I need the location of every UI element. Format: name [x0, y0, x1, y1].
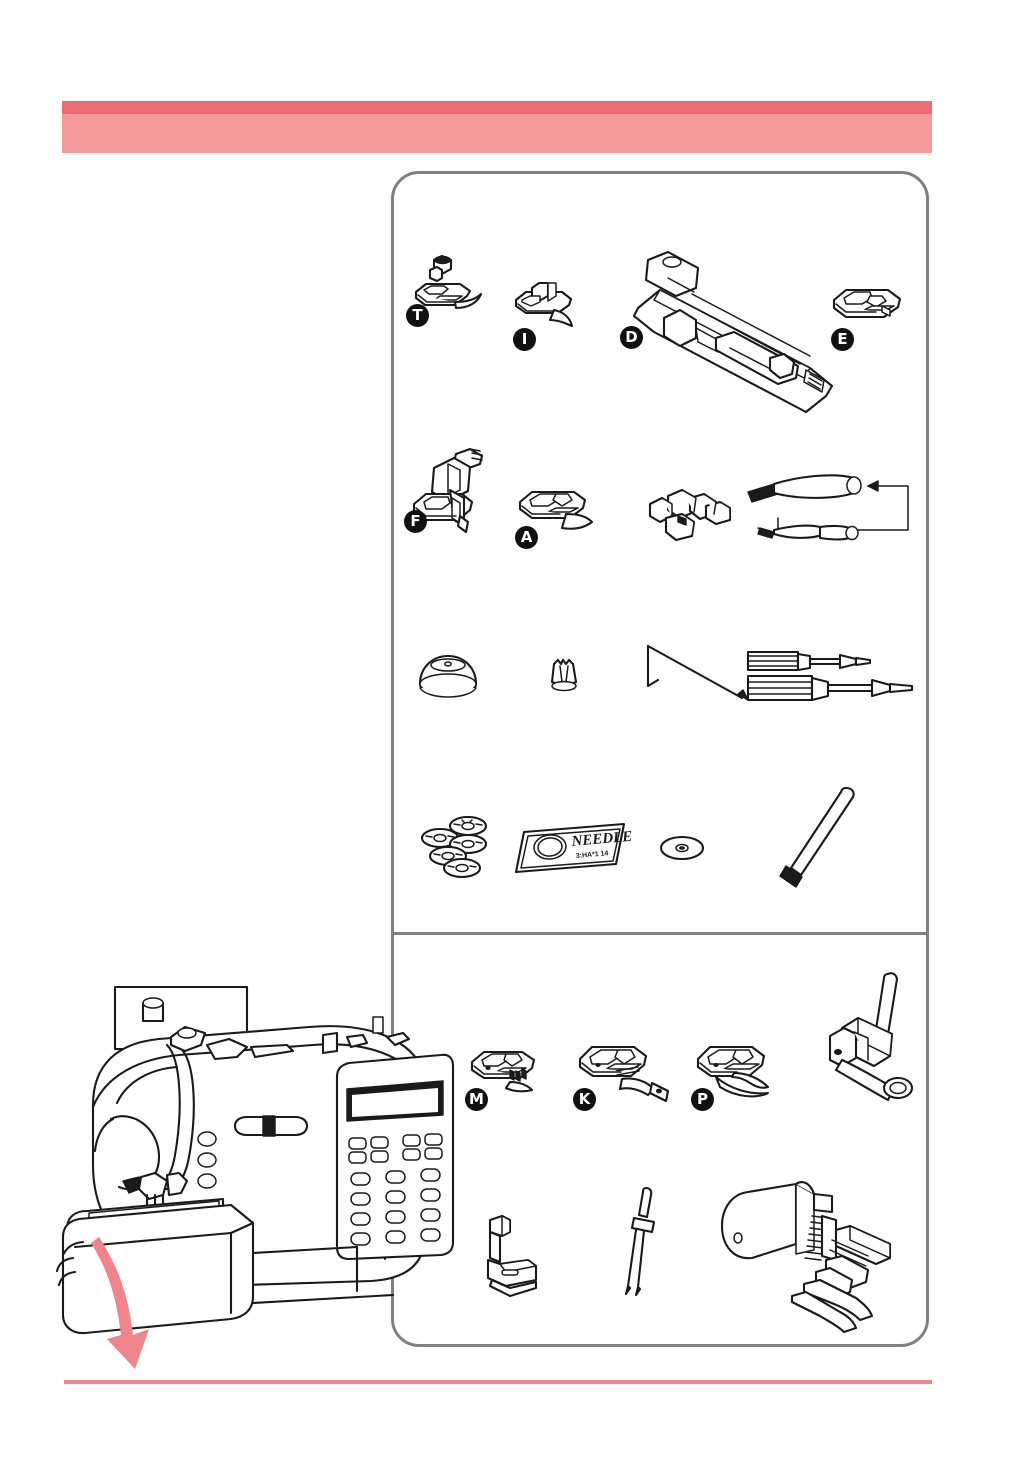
accessory-badge-m: M — [465, 1088, 488, 1111]
accessory-badge-e: E — [831, 328, 854, 351]
accessory-badge-a: A — [515, 526, 538, 549]
accessory-straight-stitch-foot — [478, 1210, 558, 1300]
accessory-bobbins — [412, 812, 502, 882]
needle-pack-label-main: NEEDLE — [570, 829, 633, 850]
accessories-panel-divider — [394, 932, 926, 935]
accessory-badge-p: P — [691, 1088, 714, 1111]
sewing-machine-illustration — [55, 985, 455, 1369]
accessory-badge-f: F — [404, 510, 427, 533]
accessory-buttonhole-foot-d: D — [620, 248, 860, 414]
accessory-cording-foot-f: F — [404, 446, 514, 546]
accessory-quilting-foot-k: K — [572, 1033, 682, 1111]
accessory-darning-foot-p: P — [690, 1033, 800, 1111]
accessory-additional-spool-pin — [768, 782, 878, 892]
accessory-badge-t: T — [406, 304, 429, 327]
accessory-seam-ripper-and-brush — [742, 470, 932, 560]
accessories-panel — [391, 171, 929, 1347]
accessory-satin-stitch-foot-m: M — [464, 1040, 554, 1111]
accessory-screwdrivers-pair — [742, 642, 922, 712]
accessory-zipper-foot-e: E — [826, 278, 916, 351]
accessory-walking-foot — [708, 1176, 908, 1336]
accessory-spool-cap-large — [412, 646, 492, 706]
accessory-spool-felt-washer — [654, 830, 714, 870]
needle-pack-label-sub: 3:HA*1 14 — [576, 850, 609, 860]
accessory-twin-needle — [602, 1182, 672, 1302]
accessory-badge-i: I — [513, 328, 536, 351]
accessory-quilting-guide-bar — [630, 638, 760, 708]
accessory-spool-cap-small — [540, 656, 590, 701]
accessory-badge-k: K — [573, 1088, 596, 1111]
accessory-button-sewing-foot — [644, 482, 734, 552]
accessory-zigzag-foot-a: A — [512, 478, 612, 549]
header-banner-stripe — [62, 101, 932, 114]
accessory-open-toe-quilting-foot — [812, 966, 932, 1106]
accessory-overcasting-foot-t: T — [404, 252, 504, 332]
accessory-needle-pack: NEEDLE 3:HA*1 14 — [512, 818, 633, 878]
accessory-blind-hem-foot-i: I — [508, 278, 598, 351]
footer-rule — [64, 1380, 932, 1384]
accessory-badge-d: D — [620, 326, 643, 349]
